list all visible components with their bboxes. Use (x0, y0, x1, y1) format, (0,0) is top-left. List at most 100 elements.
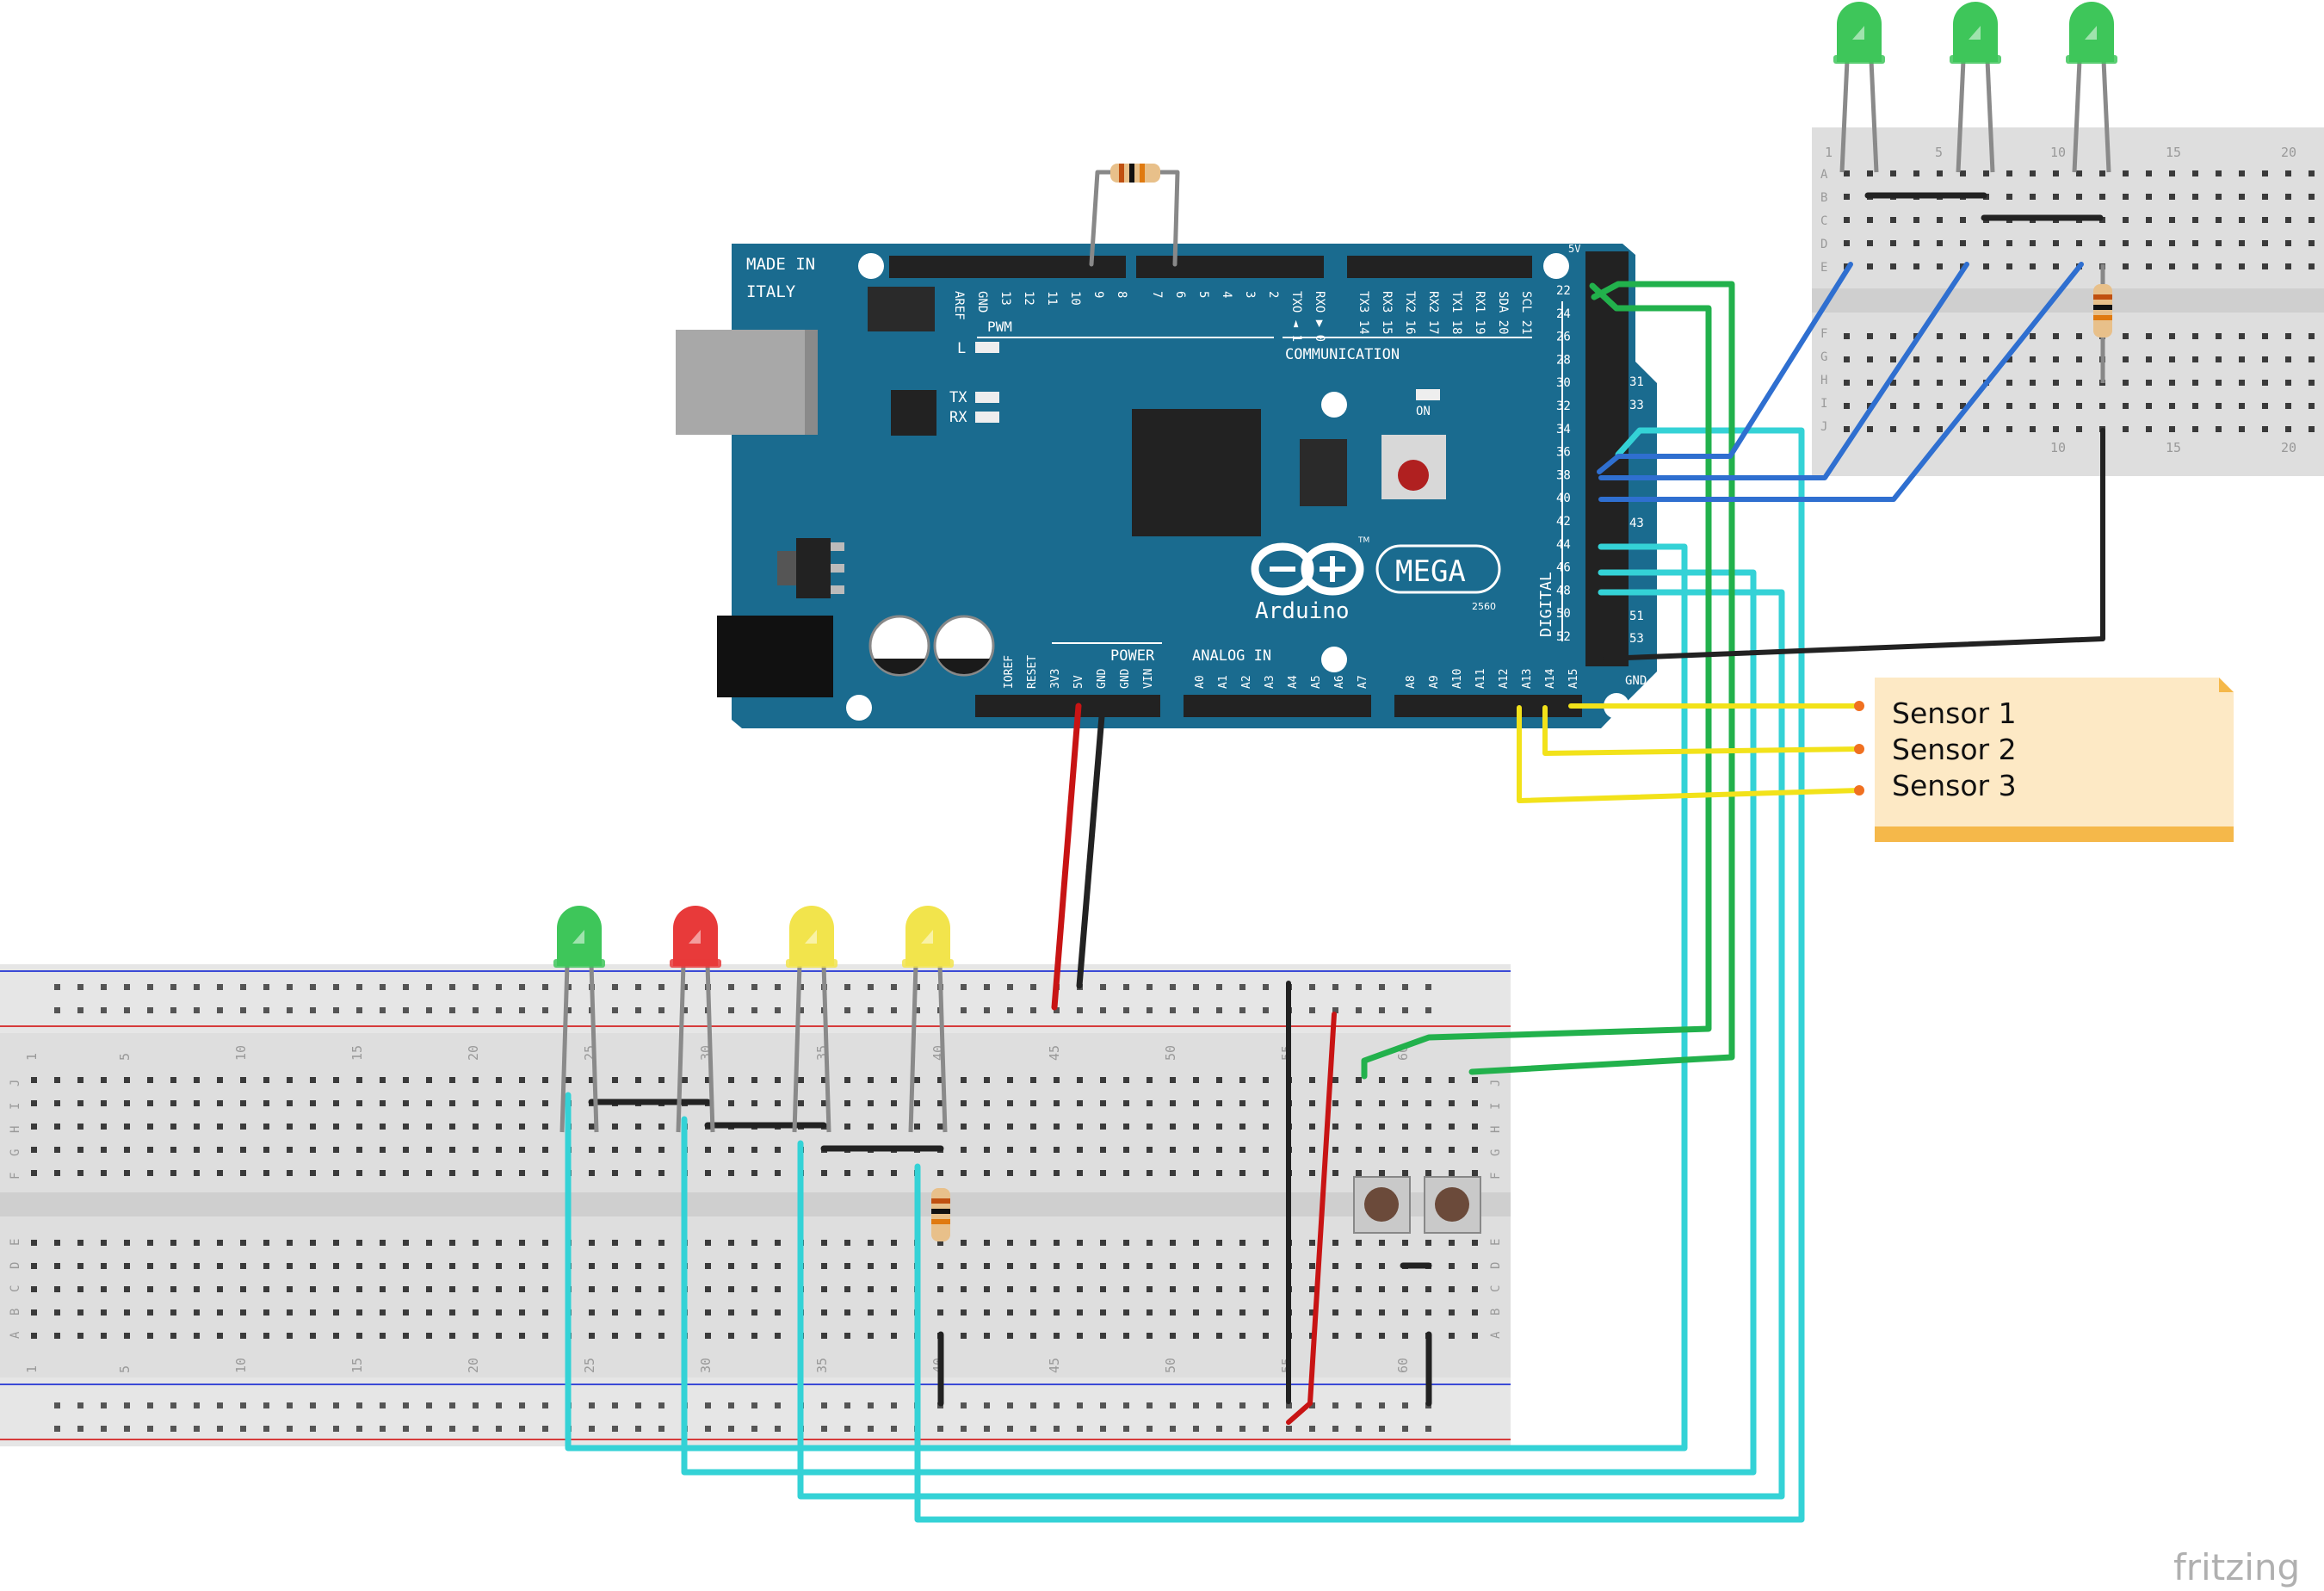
pwm-label: PWM (987, 319, 1012, 335)
wire-yellow (1542, 705, 1862, 756)
header-pin-label: 9 (1091, 291, 1105, 298)
analog-pin-label: A12 (1498, 669, 1511, 689)
led-leg (559, 963, 570, 1133)
row-letter: C (1489, 1285, 1503, 1292)
led-shine (1852, 26, 1864, 40)
wire-blue (1597, 262, 1853, 474)
wire-cyan (797, 589, 1785, 1500)
column-number: 60 (1395, 1358, 1411, 1373)
column-number: 1 (24, 1053, 40, 1061)
mount-hole (858, 253, 884, 279)
digital-pin-label: 48 (1556, 584, 1571, 597)
regulator-tab (777, 551, 796, 585)
digital-pin-label: 53 (1629, 632, 1644, 646)
header-analog-high (1394, 695, 1582, 717)
header-pin-label: 11 (1045, 291, 1059, 306)
row-letter: D (9, 1262, 22, 1269)
analog-pin-label: A3 (1264, 675, 1276, 689)
led-yellow (786, 906, 838, 1133)
column-number: 30 (698, 1358, 714, 1373)
led-rim (553, 959, 605, 968)
digital-pin-label: 38 (1556, 468, 1571, 482)
column-number: 10 (233, 1358, 249, 1373)
regulator-pin (831, 585, 844, 594)
band (931, 1219, 950, 1224)
rx-led (975, 412, 999, 423)
row-letter: G (1820, 350, 1827, 364)
tx-label: TX (949, 389, 967, 406)
row-letter: E (1820, 261, 1827, 275)
header-pin-label: 12 (1022, 291, 1035, 306)
regulator-pin (831, 542, 844, 551)
row-letter: C (9, 1285, 22, 1292)
wires (565, 170, 2105, 1523)
power-pin-label: RESET (1026, 655, 1039, 689)
small-bottom-holes (1833, 323, 2315, 439)
rx-label: RX (949, 409, 967, 426)
led-shine (805, 930, 817, 944)
wire-green (1468, 281, 1735, 1075)
column-number: 15 (349, 1358, 365, 1373)
top-rail-holes (52, 980, 1446, 1021)
row-letter: H (1820, 374, 1827, 387)
row-letter: B (1489, 1309, 1503, 1316)
row-letter: I (1489, 1103, 1503, 1110)
digital-pin-label: 32 (1556, 399, 1571, 413)
digital-pin-labels: 2224262830323436384042444648505231334351… (1556, 284, 1644, 646)
row-letter: G (9, 1149, 22, 1156)
led-red (670, 906, 721, 1133)
band (1129, 164, 1134, 183)
led-leg (937, 963, 948, 1133)
header-pin-label: 5 (1196, 291, 1210, 298)
header-top-right (1347, 256, 1532, 278)
row-letter: H (9, 1126, 22, 1133)
arduino-logo: Arduino TM MEGA 2560 (1251, 536, 1501, 624)
column-number: 1 (24, 1365, 40, 1373)
sensor-2-label: Sensor 2 (1892, 733, 2017, 766)
power-pin-label: 3V3 (1049, 669, 1062, 689)
header-pin-label: 3 (1243, 291, 1257, 298)
digital-pin-label: 50 (1556, 607, 1571, 621)
column-number: 5 (117, 1365, 133, 1373)
led-leg (1869, 59, 1879, 173)
row-letter: E (9, 1239, 22, 1246)
column-number: 5 (1935, 145, 1943, 160)
led-leg (705, 963, 715, 1133)
fritzing-watermark: fritzing (2173, 1546, 2300, 1588)
column-number: 50 (1163, 1358, 1178, 1373)
mount-hole (1321, 392, 1347, 418)
led-shine (2085, 26, 2097, 40)
on-led (1416, 389, 1440, 400)
column-number: 15 (349, 1045, 365, 1061)
header-pin-label: AREF (952, 291, 966, 320)
header-pin-label: RX3 15 (1380, 291, 1394, 335)
analog-pin-label: A1 (1217, 675, 1230, 689)
usb-shade (805, 330, 818, 435)
analog-pin-label: A6 (1333, 675, 1346, 689)
row-letter: C (1820, 214, 1827, 228)
note-fold (2219, 678, 2234, 692)
digital-pin-label: 34 (1556, 423, 1571, 436)
header-pin-label: RX2 17 (1426, 291, 1440, 335)
logo-left-ring (1251, 542, 1314, 596)
endpoint (1854, 744, 1864, 754)
sensor-1-label: Sensor 1 (1892, 696, 2017, 730)
led-leg (908, 963, 918, 1133)
italy-label: ITALY (746, 282, 796, 301)
column-number: 25 (582, 1358, 597, 1373)
digital-pin-label: 28 (1556, 353, 1571, 367)
column-number: 20 (466, 1358, 481, 1373)
usb-chip (891, 390, 936, 436)
band (931, 1198, 950, 1204)
wire-blue (1598, 262, 2084, 502)
row-letter: G (1489, 1149, 1503, 1156)
analog-pin-label: A2 (1240, 675, 1253, 689)
led-rim (902, 959, 954, 968)
digital-pin-label: 44 (1556, 538, 1571, 552)
arduino-logo-text: Arduino (1255, 598, 1350, 624)
mount-hole (1543, 253, 1569, 279)
